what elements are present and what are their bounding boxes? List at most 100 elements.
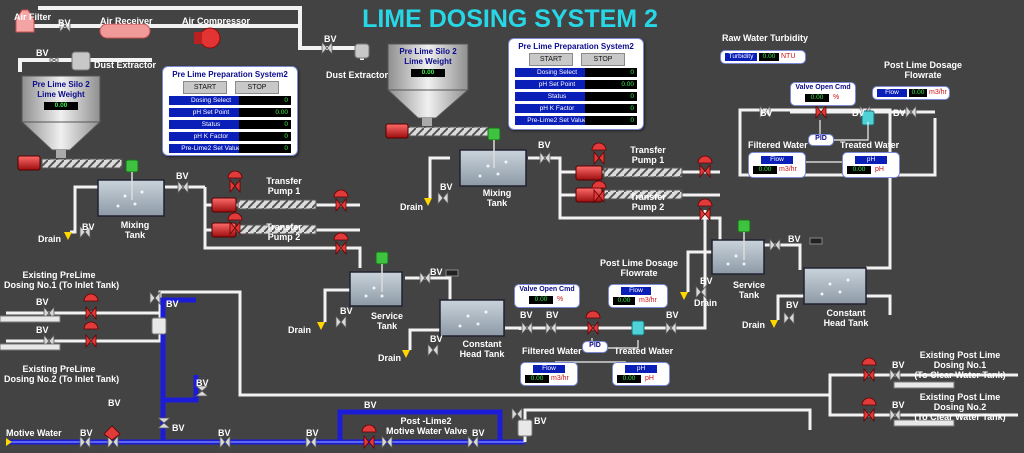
bv-label: BV <box>176 171 189 181</box>
dust-extractor-2-label: Dust Extractor <box>326 70 389 80</box>
transfer-pump-1b-label: Transfer Pump 1 <box>630 145 666 165</box>
row-label: pH K Factor <box>169 132 253 141</box>
bv-label: BV <box>80 428 93 438</box>
row-label: Pre-Lime2 Set Value <box>169 144 253 153</box>
silo-2-weight-value: 0.00 <box>411 69 445 77</box>
silo-1 <box>20 75 102 158</box>
row-value: 0 <box>239 144 291 153</box>
turbidity-unit: NTU <box>781 53 796 60</box>
turbidity-indicator: Turbidity 0.00 NTU <box>720 50 806 64</box>
page-title: LIME DOSING SYSTEM 2 <box>362 5 658 33</box>
constant-head-tank-2-body <box>803 267 867 305</box>
mixing-tank-2-body <box>459 149 527 187</box>
flow-unit: m3/hr <box>639 297 657 304</box>
silo-2-title: Pre Lime Silo 2 Lime Weight <box>399 47 457 66</box>
pre-lime-preparation-panel-1: Pre Lime Preparation System2 START STOP … <box>162 66 298 156</box>
silo-1-weight-value: 0.00 <box>44 102 78 110</box>
bv-label: BV <box>534 416 547 426</box>
drain-label: Drain <box>378 353 402 363</box>
row-label: pH K Factor <box>515 104 599 113</box>
valve-open-cmd-value: 0.00 <box>529 296 553 304</box>
post-lime-flowrate-label-2: Post Lime Dosage Flowrate <box>883 60 963 80</box>
transfer-pump-2a-label: Transfer Pump 2 <box>266 222 302 242</box>
flow-indicator-2: Flow 0.00 m3/hr <box>872 86 950 100</box>
flow-label: Flow <box>621 287 651 295</box>
existing-prelime-1-label: Existing PreLime Dosing No.1 (To Inlet T… <box>4 270 120 290</box>
bv-label: BV <box>36 297 49 307</box>
pid-button-2[interactable]: PID <box>808 134 834 146</box>
tw-title: pH <box>625 365 657 373</box>
bv-label: BV <box>108 398 121 408</box>
bv-label: BV <box>700 276 713 286</box>
bv-label: BV <box>786 300 799 310</box>
filtered-water-label-2: Filtered Water <box>748 140 808 150</box>
stop-button[interactable]: STOP <box>581 53 625 66</box>
start-button[interactable]: START <box>529 53 573 66</box>
bv-label: BV <box>852 108 865 118</box>
air-compressor-label: Air Compressor <box>182 16 251 26</box>
service-tank-2-body <box>711 239 765 275</box>
row-value: 0 <box>239 96 291 105</box>
row-label: Status <box>169 120 253 129</box>
constant-head-tank-1-label: Constant Head Tank <box>459 339 505 359</box>
transfer-pump-2b-label: Transfer Pump 2 <box>630 192 666 212</box>
tw-value: 0.00 <box>617 375 641 383</box>
row-value: 0 <box>239 132 291 141</box>
panel-1-title: Pre Lime Preparation System2 <box>172 70 288 79</box>
mixing-tank-1-body <box>97 179 165 217</box>
service-tank-2-label: Service Tank <box>732 280 766 300</box>
row-value: 0 <box>585 92 637 101</box>
dust-extractor-1-label: Dust Extractor <box>94 60 157 70</box>
valve-open-cmd-value: 0.00 <box>805 94 829 102</box>
row-value: 0 <box>585 116 637 125</box>
existing-postlime-2-label: Existing Post Lime Dosing No.2 (To Clear… <box>914 392 1006 422</box>
fw-value: 0.00 <box>753 166 777 174</box>
valve-open-cmd-indicator-1: Valve Open Cmd 0.00 % <box>514 284 580 308</box>
mixing-tank-1-label: Mixing Tank <box>120 220 150 240</box>
air-receiver-tank <box>99 23 151 39</box>
air-equipment <box>15 9 370 71</box>
start-button[interactable]: START <box>183 81 227 94</box>
service-tank-1-label: Service Tank <box>370 311 404 331</box>
bv-label: BV <box>340 306 353 316</box>
silo-2-weight: Pre Lime Silo 2 Lime Weight 0.00 <box>390 47 466 77</box>
bv-label: BV <box>364 400 377 410</box>
turbidity-value: 0.00 <box>759 53 779 61</box>
dust-extractor-2-body <box>354 43 370 59</box>
stop-button[interactable]: STOP <box>235 81 279 94</box>
silo-1-title: Pre Lime Silo 2 Lime Weight <box>32 80 90 99</box>
bv-label: BV <box>172 423 185 433</box>
panel-2-title: Pre Lime Preparation System2 <box>518 42 634 51</box>
valve-open-cmd-title: Valve Open Cmd <box>519 286 575 293</box>
service-tank-1-body <box>349 271 403 307</box>
bv-label: BV <box>82 222 95 232</box>
bv-label: BV <box>546 310 559 320</box>
bv-label: BV <box>58 18 71 28</box>
existing-postlime-1-label: Existing Post Lime Dosing No.1 (To Clear… <box>914 350 1006 380</box>
tw-title: pH <box>855 156 887 164</box>
silo-2 <box>386 43 470 126</box>
valve-open-cmd-unit: % <box>833 94 840 101</box>
pid-label: PID <box>589 342 601 349</box>
filtered-water-label-1: Filtered Water <box>522 346 582 356</box>
valve-open-cmd-indicator-2: Valve Open Cmd 0.00 % <box>790 82 856 106</box>
filtered-water-flow-indicator-1: Flow 0.00 m3/hr <box>520 362 578 386</box>
valve-open-cmd-title: Valve Open Cmd <box>795 84 851 91</box>
fw-unit: m3/hr <box>551 375 569 382</box>
pre-lime-preparation-panel-2: Pre Lime Preparation System2 START STOP … <box>508 38 644 130</box>
pid-button-1[interactable]: PID <box>582 341 608 353</box>
row-value: 0 <box>585 104 637 113</box>
bv-label: BV <box>218 428 231 438</box>
flow-label: Flow <box>877 89 907 97</box>
bv-label: BV <box>440 182 453 192</box>
raw-water-turbidity-label: Raw Water Turbidity <box>722 33 809 43</box>
